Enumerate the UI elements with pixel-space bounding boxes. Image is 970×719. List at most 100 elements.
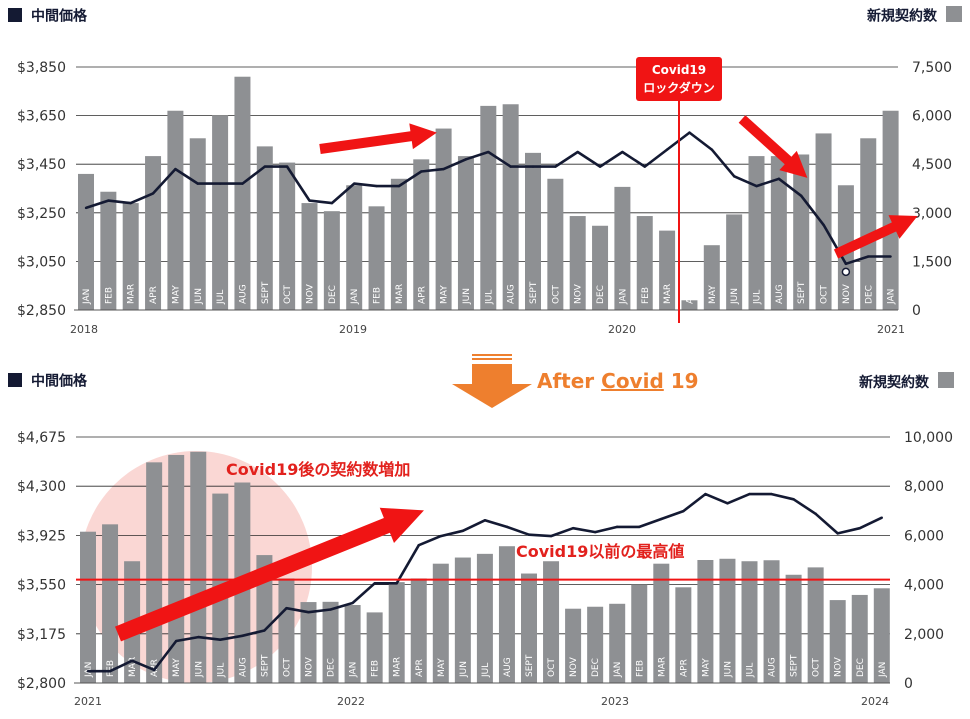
- bot-bar: [146, 462, 163, 683]
- top-category-label: FEB: [104, 287, 114, 304]
- bot-category-label: AUG: [238, 657, 248, 677]
- bot-right-tick-label: 6,000: [904, 528, 944, 544]
- bot-price-point: [792, 498, 795, 501]
- bot-price-point: [880, 516, 883, 519]
- bot-category-label: JAN: [613, 662, 623, 678]
- bot-category-label: SEPT: [260, 654, 270, 677]
- top-right-tick-label: 1,500: [912, 254, 952, 270]
- top-category-label: NOV: [842, 283, 852, 304]
- lockdown-label-line2: ロックダウン: [643, 80, 715, 95]
- after-covid-transition: After Covid 19: [452, 354, 699, 408]
- top-category-label: MAY: [440, 285, 450, 304]
- bot-category-label: MAR: [393, 657, 403, 677]
- top-price-point: [397, 184, 401, 188]
- top-category-label: MAY: [708, 285, 718, 304]
- top-category-label: NOV: [306, 283, 316, 304]
- bot-bar: [741, 561, 758, 683]
- bot-bar: [719, 558, 736, 683]
- bot-right-tick-label: 8,000: [904, 479, 944, 495]
- bot-year-label: 2021: [74, 695, 102, 708]
- top-bar: [100, 191, 117, 310]
- bot-left-tick-label: $4,675: [17, 430, 66, 446]
- after-covid-label: After Covid 19: [537, 369, 699, 393]
- bot-price-point: [682, 509, 685, 513]
- top-price-point: [487, 150, 490, 154]
- bot-left-tick-label: $3,550: [17, 578, 66, 594]
- bot-price-point: [549, 534, 553, 538]
- top-category-label: OCT: [820, 285, 830, 304]
- top-bar: [502, 104, 519, 310]
- bot-bar: [829, 600, 846, 683]
- bot-price-point: [616, 525, 619, 529]
- bot-bar: [322, 601, 339, 683]
- bot-right-tick-label: 2,000: [904, 627, 944, 643]
- top-bar: [860, 138, 877, 310]
- top-bar: [882, 110, 899, 311]
- bot-category-label: JUN: [459, 661, 469, 678]
- top-category-label: APR: [417, 286, 427, 304]
- top-left-tick-label: $2,850: [17, 303, 66, 319]
- bot-price-point: [285, 607, 288, 610]
- bot-category-label: APR: [415, 659, 425, 677]
- top-right-tick-label: 7,500: [912, 60, 952, 76]
- top-legend-price-swatch: [8, 8, 22, 22]
- bot-price-point: [152, 668, 156, 672]
- top-price-point: [889, 255, 892, 258]
- bot-bar: [454, 557, 471, 683]
- bot-year-label: 2022: [337, 695, 365, 708]
- bot-category-label: FEB: [106, 660, 116, 677]
- top-category-label: AUG: [507, 284, 517, 304]
- top-price-line: [84, 131, 892, 277]
- bot-bar: [102, 524, 119, 683]
- top-bar: [569, 216, 586, 310]
- top-chart: 中間価格 新規契約数 $3,850$3,650$3,450$3,250$3,05…: [8, 6, 962, 336]
- top-year-label: 2018: [70, 323, 98, 336]
- bot-price-point: [197, 635, 200, 639]
- top-bar: [122, 203, 139, 310]
- top-right-tick-label: 3,000: [912, 206, 952, 222]
- bot-price-point: [175, 639, 178, 643]
- bot-category-label: AUG: [768, 657, 778, 677]
- top-category-label: OCT: [283, 285, 293, 304]
- top-category-label: JUL: [753, 290, 763, 305]
- bot-category-label: MAY: [172, 658, 182, 677]
- top-bar: [592, 225, 609, 310]
- down-arrow-icon: [452, 364, 532, 408]
- top-price-point: [107, 199, 110, 202]
- trend-arrow-recovery: [833, 215, 918, 259]
- top-category-label: FEB: [641, 287, 651, 304]
- top-bar: [748, 156, 765, 310]
- bot-category-label: SEPT: [790, 654, 800, 677]
- top-category-label: JAN: [350, 289, 360, 305]
- top-category-label: MAY: [171, 285, 181, 304]
- bot-bar: [256, 555, 273, 683]
- top-price-point: [554, 165, 557, 168]
- bot-bar: [873, 588, 890, 683]
- bot-price-point: [483, 519, 487, 522]
- bot-bar: [366, 612, 383, 683]
- bot-category-label: DEC: [327, 658, 337, 677]
- bot-price-point: [395, 582, 398, 585]
- top-price-point: [665, 148, 669, 151]
- top-year-label: 2019: [339, 323, 367, 336]
- bot-price-point: [439, 534, 442, 538]
- top-category-label: JUL: [216, 290, 226, 305]
- top-bar: [636, 216, 653, 310]
- previous-high-label: Covid19以前の最高値: [516, 542, 684, 561]
- top-bar: [323, 211, 340, 310]
- top-price-marker: [841, 267, 851, 277]
- bot-price-point: [748, 492, 751, 496]
- top-year-label: 2021: [877, 323, 905, 336]
- bot-category-label: MAR: [128, 657, 138, 677]
- bot-bar: [807, 567, 824, 683]
- bot-bar: [653, 563, 670, 683]
- bot-bar: [587, 606, 604, 683]
- top-price-point: [732, 175, 736, 178]
- top-left-tick-label: $3,850: [17, 60, 66, 76]
- bottom-legend-price-swatch: [8, 373, 22, 387]
- bot-category-label: JUL: [216, 663, 226, 678]
- bot-category-label: JUN: [723, 661, 733, 678]
- trend-arrow-up: [319, 123, 437, 154]
